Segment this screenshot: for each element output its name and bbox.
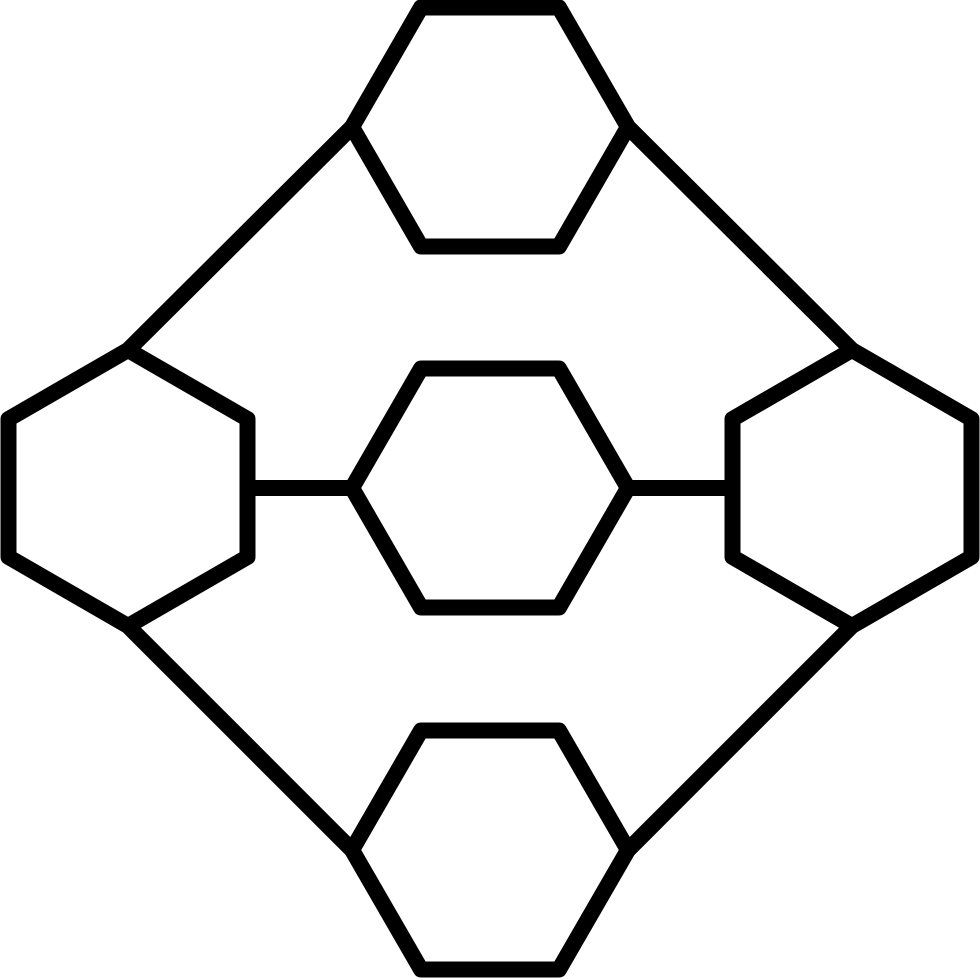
- hexagon-node-left: [0, 342, 256, 634]
- hexagon-node-right: [724, 342, 980, 634]
- hexagon-node-top: [344, 0, 636, 255]
- hexagon-node-bottom: [344, 722, 636, 978]
- connector-top-right: [620, 119, 860, 358]
- connector-lines: [120, 119, 860, 858]
- connector-left-bottom: [120, 618, 360, 858]
- connector-top-left: [120, 119, 360, 358]
- connector-right-bottom: [620, 618, 860, 858]
- hexagon-node-center: [344, 360, 636, 616]
